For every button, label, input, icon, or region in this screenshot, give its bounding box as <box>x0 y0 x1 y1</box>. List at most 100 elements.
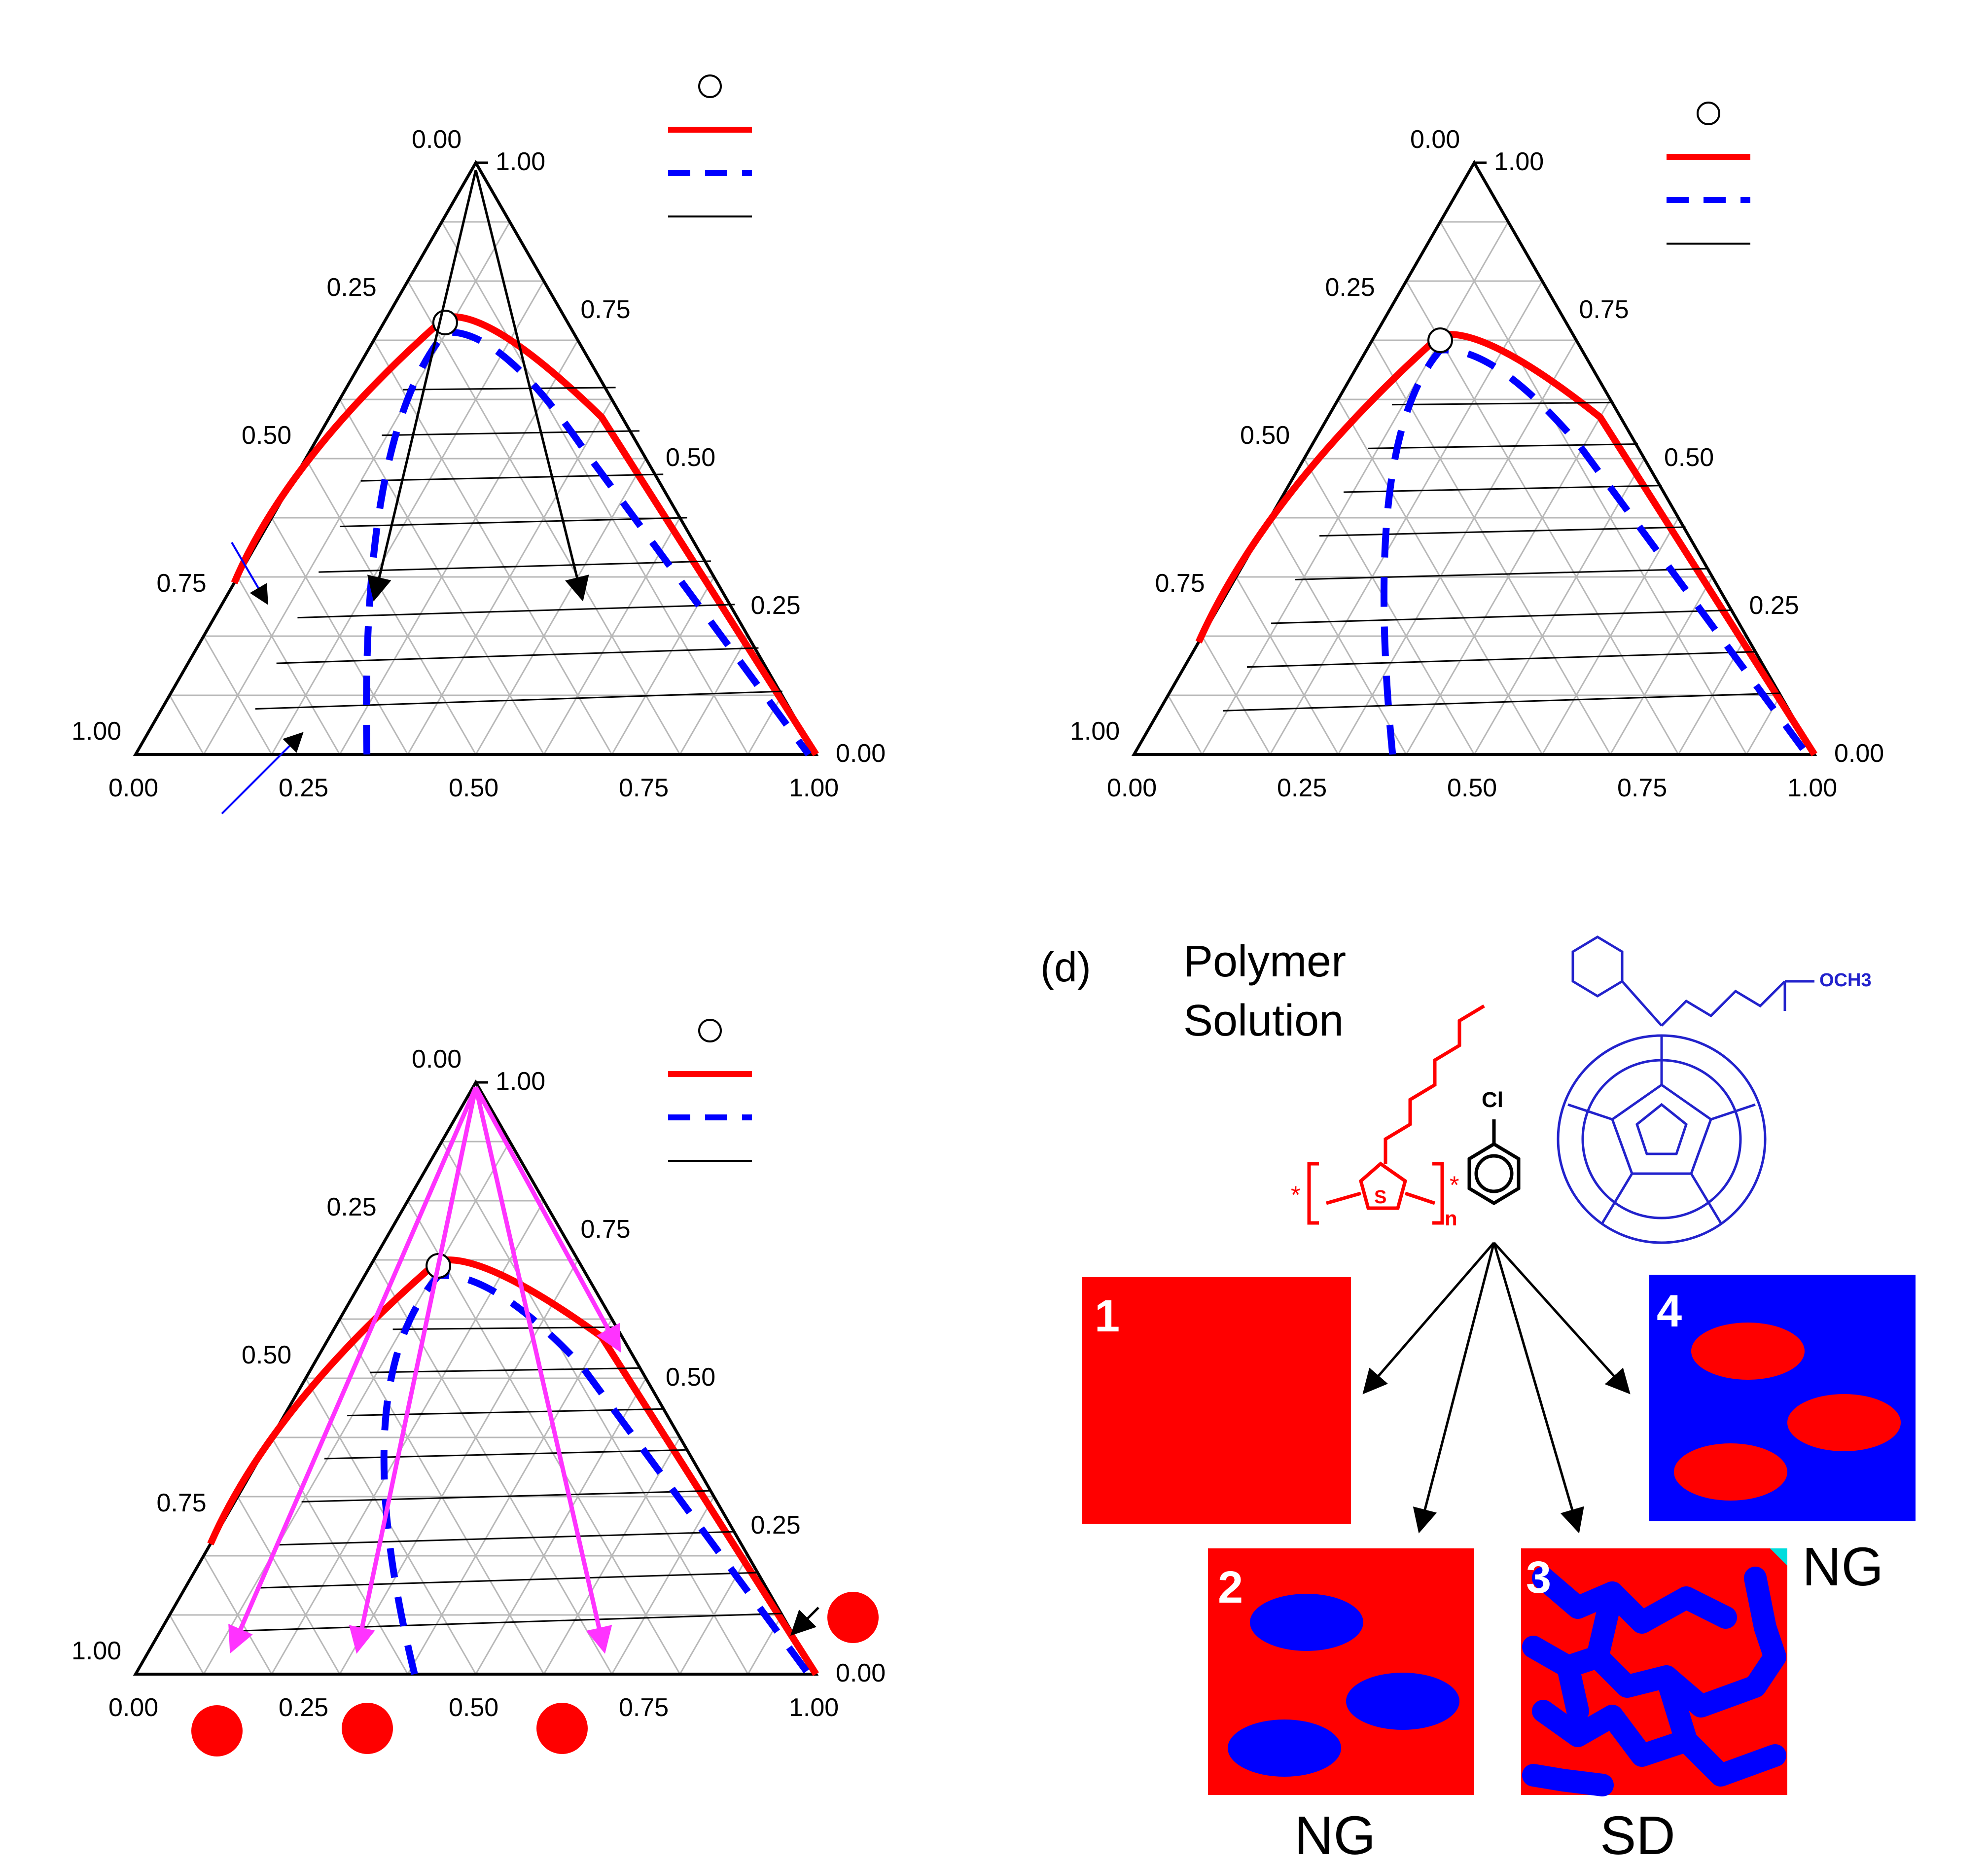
tie-line <box>360 473 664 482</box>
panel-a: 0.000.000.000.250.250.250.500.500.500.75… <box>71 74 886 815</box>
grid-line <box>475 458 647 755</box>
panel-label: (d) <box>1040 944 1091 990</box>
grid-line <box>305 458 477 755</box>
tick-right: 0.50 <box>666 443 715 472</box>
caption-ng-2: NG <box>1294 1805 1376 1863</box>
sulfur-label: S <box>1374 1187 1386 1208</box>
grid-line <box>1371 340 1611 755</box>
tie-line <box>255 690 782 710</box>
ternary-frame <box>133 1079 819 1676</box>
chlorobenzene-structure <box>1467 1119 1521 1206</box>
grid-line <box>373 340 613 755</box>
tick-bottom: 1.00 <box>789 1693 839 1722</box>
grid-line <box>237 1496 341 1675</box>
grid-line <box>475 1378 647 1675</box>
tick-bottom: 0.00 <box>108 774 158 802</box>
binodal-curve <box>207 1256 819 1676</box>
grid-line <box>339 340 579 755</box>
tick-left: 0.25 <box>1325 273 1375 302</box>
panel-c: 0.000.000.000.250.250.250.500.500.500.75… <box>71 1019 886 1756</box>
tick-left: 0.25 <box>327 273 377 302</box>
tie-line <box>1344 485 1662 493</box>
path-number-badge <box>536 1703 588 1754</box>
morphology-3: 3 <box>1521 1548 1787 1796</box>
grid-line <box>169 1614 205 1675</box>
ternary-grid <box>169 221 783 755</box>
tie-line <box>319 560 711 573</box>
path-number-badge <box>342 1703 393 1754</box>
binodal-curve <box>1195 331 1817 756</box>
tie-line <box>347 1408 664 1417</box>
grid-line <box>747 695 783 755</box>
tick-bottom: 0.25 <box>1277 774 1327 802</box>
tick-bottom: 0.75 <box>619 774 669 802</box>
grid-line <box>1201 636 1271 755</box>
legend-critical-marker <box>698 1019 722 1042</box>
tick-left: 0.00 <box>412 1045 462 1074</box>
grid-line <box>679 636 749 755</box>
caption-ng-4: NG <box>1802 1537 1883 1597</box>
end-star-right: * <box>1450 1171 1459 1199</box>
tie-line <box>382 430 639 436</box>
morphology-number: 4 <box>1657 1286 1682 1336</box>
tick-left: 0.50 <box>1240 421 1290 450</box>
tie-line <box>276 647 759 664</box>
tie-line <box>403 387 616 391</box>
critical-point-marker <box>1427 327 1453 353</box>
tie-line <box>279 1531 735 1546</box>
tie-line <box>1319 526 1686 537</box>
tick-right: 0.25 <box>1749 591 1799 620</box>
tick-bottom: 0.50 <box>449 1693 498 1722</box>
grid-line <box>1337 340 1577 755</box>
grid-line <box>203 221 511 755</box>
quench-paths <box>228 1086 621 1654</box>
tick-bottom: 0.00 <box>108 1693 158 1722</box>
tick-right: 0.50 <box>1664 443 1714 472</box>
caption-sd-3: SD <box>1600 1805 1675 1863</box>
tick-left: 0.50 <box>242 421 291 450</box>
ternary-grid <box>1167 221 1781 755</box>
tick-bottom: 1.00 <box>789 774 839 802</box>
p3ht-structure <box>1307 1004 1485 1225</box>
grid-line <box>237 576 341 755</box>
tick-bottom: 0.75 <box>619 1693 669 1722</box>
quench-arrows <box>367 170 589 602</box>
morphology-1: 1 <box>1082 1277 1351 1524</box>
tick-right: 0.00 <box>836 739 886 768</box>
tick-left: 0.75 <box>1155 569 1205 598</box>
path-number-badge <box>191 1705 243 1756</box>
legend <box>1667 102 1750 245</box>
legend <box>668 1019 752 1162</box>
tie-line <box>233 1612 782 1632</box>
grid-line <box>1541 517 1679 755</box>
tick-right: 0.25 <box>751 1511 801 1540</box>
grid-line <box>203 1141 511 1675</box>
tie-line <box>1368 443 1638 449</box>
path-number-badge <box>827 1592 879 1643</box>
tick-right: 0.75 <box>581 295 631 324</box>
polymer-solution-title-1: Polymer <box>1183 937 1346 986</box>
spinodal-curve <box>363 328 812 757</box>
tie-line <box>324 1449 687 1460</box>
tick-right: 0.75 <box>1579 295 1629 324</box>
tie-line <box>256 1572 759 1589</box>
tie-line <box>1295 568 1709 580</box>
spinodal-curve <box>380 1272 812 1677</box>
grid-line <box>203 1555 273 1675</box>
legend-critical-marker <box>698 74 722 98</box>
tick-bottom: 0.25 <box>279 1693 328 1722</box>
tie-line <box>1247 651 1757 668</box>
tie-lines <box>1223 401 1781 712</box>
chlorine-label: Cl <box>1482 1088 1503 1112</box>
end-star-left: * <box>1291 1181 1300 1209</box>
tick-bottom: 0.50 <box>1447 774 1497 802</box>
repeat-n-label: n <box>1445 1207 1457 1230</box>
tick-left: 0.75 <box>157 569 207 598</box>
panel-b: 0.000.000.000.250.250.250.500.500.500.75… <box>1070 102 1884 802</box>
pointer-4 <box>790 1607 819 1636</box>
path-arrow-1 <box>228 1086 478 1654</box>
tick-right: 1.00 <box>496 147 545 176</box>
spinodal-curve <box>1380 346 1810 757</box>
pointer-metastable <box>221 732 304 815</box>
tick-bottom: 0.50 <box>449 774 498 802</box>
